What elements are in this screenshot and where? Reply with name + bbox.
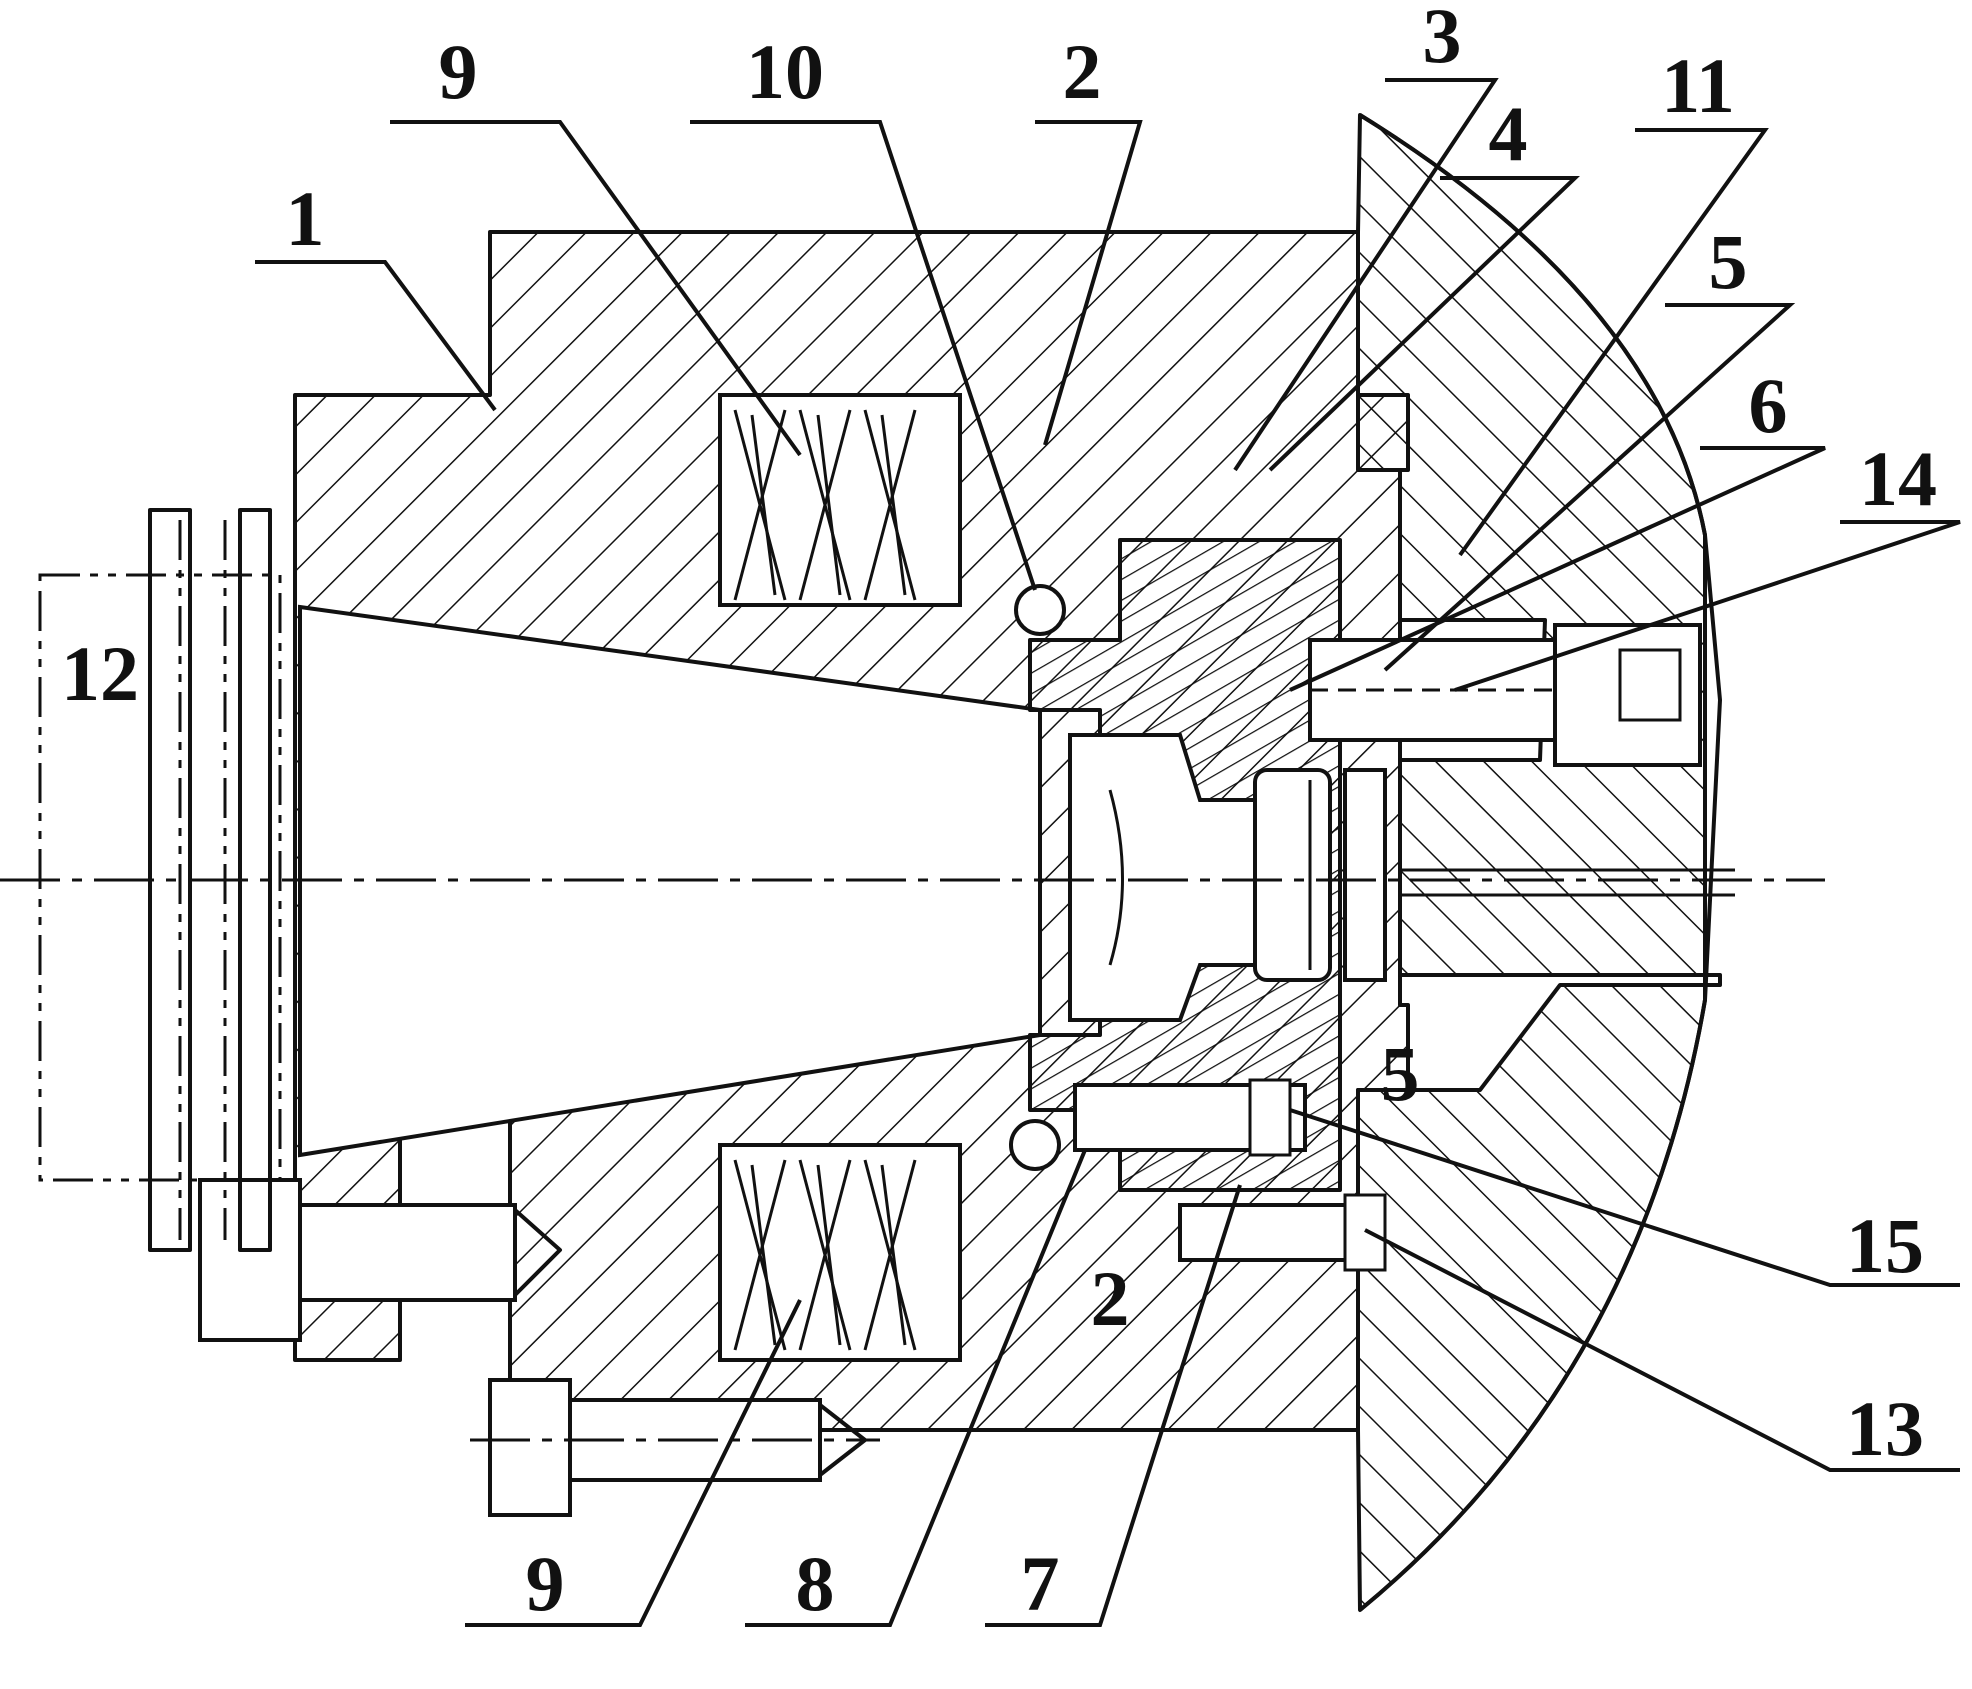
callout-7: 7 [1021, 1540, 1060, 1627]
callout-3: 3 [1423, 0, 1462, 79]
callout-14: 14 [1859, 435, 1937, 522]
callout-11: 11 [1661, 42, 1735, 129]
callout-13: 13 [1846, 1385, 1924, 1472]
callout-2-top: 2 [1063, 28, 1102, 115]
callout-1: 1 [286, 175, 325, 262]
callout-5-top: 5 [1709, 218, 1748, 305]
callout-2-bottom: 2 [1091, 1255, 1130, 1342]
callout-10: 10 [746, 28, 824, 115]
callout-9-top: 9 [439, 28, 478, 115]
callout-12: 12 [61, 630, 139, 717]
callout-9-bottom: 9 [526, 1540, 565, 1627]
callout-5-mid: 5 [1381, 1030, 1420, 1117]
callout-8: 8 [796, 1540, 835, 1627]
callout-6: 6 [1749, 362, 1788, 449]
callout-4: 4 [1489, 90, 1528, 177]
disc-spring-pack-top [720, 395, 960, 605]
callout-15: 15 [1846, 1202, 1924, 1289]
disc-spring-pack-bottom [720, 1145, 960, 1360]
